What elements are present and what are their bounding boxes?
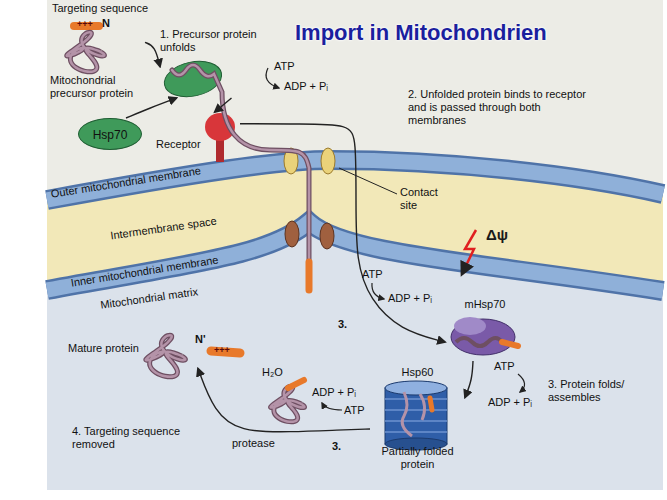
mature-protein: Mature protein (68, 330, 198, 385)
hsp60-barrel (385, 420, 447, 422)
annotation-label: 3. (332, 440, 341, 453)
cleaved-sequence (288, 380, 304, 388)
hsp60-barrel: Hsp60Partially folded protein (370, 366, 465, 471)
annotation-label: +++ (77, 19, 93, 30)
annotation-label: 4. Targeting sequence removed (72, 425, 197, 451)
membrane-potential (462, 230, 476, 274)
atp-arrow (372, 283, 384, 299)
annotation-label: ATP (344, 404, 365, 417)
mhsp70-complex (502, 342, 518, 346)
chaperone-complex: mHsp70 (445, 298, 525, 361)
protein-coil (271, 386, 305, 422)
mhsp70-complex (454, 317, 486, 335)
annotation-label: 3. (338, 318, 347, 331)
receptor (216, 138, 224, 162)
node-text: Receptor (156, 138, 240, 151)
annotation-label: Contact site (400, 186, 452, 212)
annotation-label: +++ (214, 345, 230, 356)
mhsp70-complex (456, 338, 502, 346)
protein-chain (172, 65, 309, 262)
diagram-title: Import in Mitochondrien (295, 20, 547, 46)
node-text: mHsp70 (445, 298, 525, 311)
flow-arrow (465, 361, 473, 398)
flow-arrow (126, 98, 177, 118)
outer-membrane (47, 160, 663, 200)
hsp60-barrel (385, 399, 447, 432)
background (47, 0, 663, 200)
hsp60-barrel (385, 409, 447, 411)
contact-site-pores (320, 223, 334, 249)
step-complex: 1. Precursor protein unfolds (160, 28, 270, 98)
flow-arrow (240, 124, 445, 342)
outer-membrane (47, 160, 663, 200)
annotation-label: ATP (274, 60, 295, 73)
node-text: Mitochondrial precursor protein (50, 74, 145, 100)
hsp60-barrel (385, 431, 447, 433)
flow-arrow (215, 98, 232, 112)
annotation-label: ADP + Pᵢ (488, 396, 532, 409)
protein-coil (271, 386, 305, 422)
annotation-label: 3. Protein folds/ assembles (548, 378, 656, 404)
flow-arrow (145, 42, 160, 66)
node-text: Mature protein (68, 342, 198, 355)
protein-label: Mitochondrial precursor protein (50, 28, 145, 100)
protein-coil (146, 335, 186, 377)
annotation-label: N (102, 17, 110, 30)
protein-chain (306, 262, 313, 290)
protein-coil (67, 32, 105, 72)
annotation-label: protease (232, 437, 275, 450)
annotation-label: ATP (362, 268, 383, 281)
hsp60-barrel (385, 381, 447, 450)
annotation-label: H₂O (262, 366, 283, 379)
protein-coil (146, 335, 186, 377)
receptor (205, 113, 235, 162)
contact-site-pores (321, 148, 335, 174)
node-text: Partially folded protein (370, 445, 465, 471)
annotation-label: Targeting sequence (52, 2, 148, 15)
outer-membrane (47, 160, 663, 200)
hsp60-barrel (385, 381, 447, 395)
hsp60-barrel (385, 398, 447, 400)
hsp60-barrel (385, 388, 447, 444)
node-text: Hsp70 (79, 119, 141, 151)
annotation-label: ADP + Pᵢ (312, 386, 356, 399)
atp-arrow (266, 68, 525, 410)
node-text: Hsp60 (370, 366, 465, 379)
hsp60-barrel (430, 398, 432, 410)
background (47, 0, 663, 490)
mhsp70-complex (451, 317, 518, 355)
chaperone-ellipse: Hsp70 (78, 118, 142, 150)
protein-coil (67, 32, 105, 72)
hsp60-barrel (402, 392, 424, 436)
annotation-label: ATP (494, 360, 515, 373)
annotation-label: N' (195, 333, 206, 346)
annotation-label: Δψ (486, 226, 508, 243)
annotation-label: ADP + Pᵢ (284, 80, 328, 93)
annotation-label: ADP + Pᵢ (388, 292, 432, 305)
leader-line (339, 168, 397, 194)
atp-arrow (518, 374, 525, 392)
membrane-potential (462, 230, 476, 274)
atp-arrow (322, 403, 342, 410)
contact-site-pores (285, 221, 299, 247)
flow-arrow (198, 369, 370, 432)
cleaved-sequence (211, 351, 304, 388)
protein-chain (172, 65, 309, 262)
node-text: 1. Precursor protein unfolds (160, 28, 270, 54)
annotation-label: 2. Unfolded protein binds to receptor an… (408, 88, 588, 127)
background (47, 0, 663, 490)
receptor-label: Receptor (156, 112, 240, 151)
